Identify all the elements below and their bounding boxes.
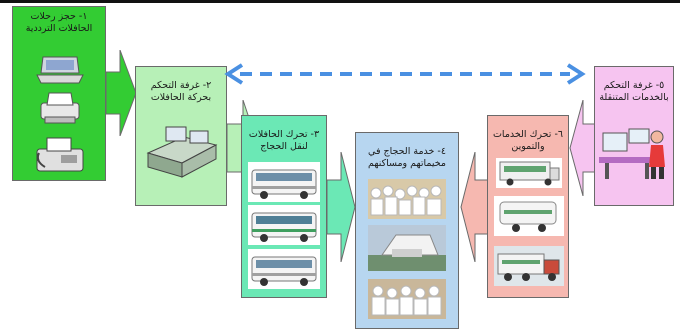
link-arrow-control-rooms (222, 62, 588, 86)
arrow-6-to-4 (459, 152, 489, 262)
arrow-5-to-6 (569, 100, 597, 196)
bus-icon (248, 249, 320, 289)
pilgrims-photo (368, 179, 446, 219)
step-3-box: ٣- تحرك الحافلات لنقل الحجاج (241, 115, 327, 298)
step-5-label: ٥- غرفة التحكم بالخدمات المتنقلة (599, 80, 669, 103)
service-vehicle-photo (496, 158, 562, 188)
pilgrims-photo (368, 279, 446, 319)
step-5-box: ٥- غرفة التحكم بالخدمات المتنقلة (594, 66, 674, 206)
tent-photo (368, 225, 446, 271)
step-2-box: ٢- غرفة التحكم بحركة الحافلات (135, 66, 227, 206)
step-4-label: ٤- خدمة الحجاج في مخيماتهم ومساكنهم (368, 146, 446, 169)
truck-photo (494, 246, 564, 286)
fax-icon (33, 135, 87, 175)
bus-icon (248, 205, 320, 245)
step-2-label: ٢- غرفة التحكم بحركة الحافلات (150, 80, 212, 103)
arrow-1-to-2 (106, 50, 138, 136)
trailer-photo (494, 196, 564, 236)
top-border-line (0, 0, 680, 3)
laptop-icon (35, 55, 85, 85)
control-operator-icon (599, 123, 671, 183)
step-6-label: ٦- تحرك الخدمات والتموين (492, 129, 563, 152)
step-1-box: ١- حجز رحلات الحافلات الترددية (12, 6, 106, 181)
printer-icon (35, 91, 85, 125)
step-6-box: ٦- تحرك الخدمات والتموين (487, 115, 569, 298)
bus-icon (248, 162, 320, 202)
control-room-icon (144, 123, 220, 181)
arrow-3-to-4 (327, 152, 357, 262)
step-3-label: ٣- تحرك الحافلات لنقل الحجاج (248, 129, 320, 152)
step-1-label: ١- حجز رحلات الحافلات الترددية (25, 11, 93, 34)
step-4-box: ٤- خدمة الحجاج في مخيماتهم ومساكنهم (355, 132, 459, 329)
